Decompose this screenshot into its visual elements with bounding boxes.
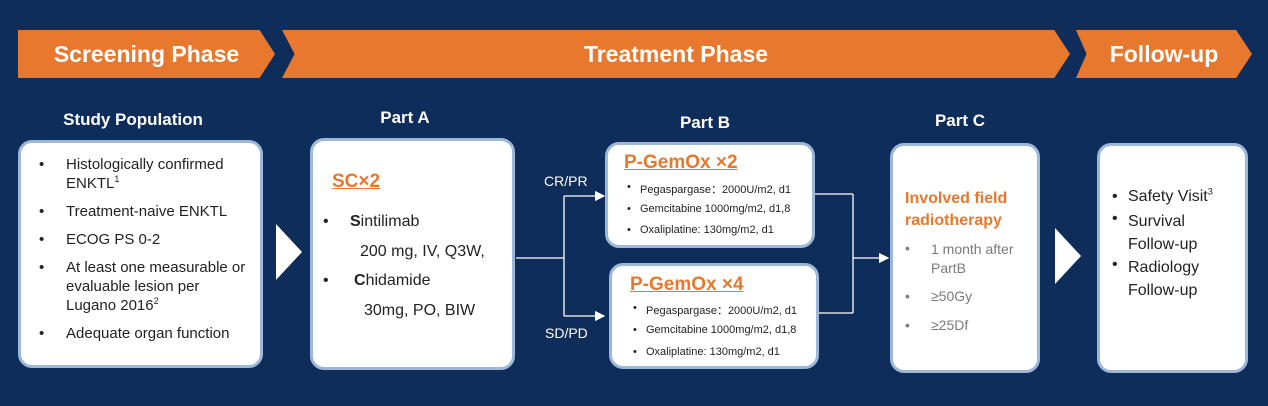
study-population-card: Histologically confirmed ENKTL1 Treatmen… — [18, 140, 263, 368]
bullet-icon: • — [1112, 210, 1118, 227]
part-b-upper-card: P-GemOx ×2 Pegaspargase：2000U/m2, d1 Gem… — [605, 142, 815, 248]
radiology-followup-item: Radiology Follow-up — [1128, 259, 1200, 299]
treatment-phase-banner: Treatment Phase — [282, 30, 1070, 78]
study-population-list: Histologically confirmed ENKTL1 Treatmen… — [21, 143, 260, 343]
gemox-2-title: P-GemOx ×2 — [624, 152, 738, 173]
criterion-item: ECOG PS 0-2 — [35, 230, 250, 249]
criterion-item: Histologically confirmed ENKTL1 — [35, 155, 250, 193]
drug-item: Gemcitabine 1000mg/m2, d1,8 — [627, 203, 790, 215]
part-b-lower-card: P-GemOx ×4 Pegaspargase：2000U/m2, d1 Gem… — [609, 263, 819, 369]
gemox-4-title: P-GemOx ×4 — [630, 274, 744, 295]
part-a-card: SC×2 • Sintilimab 200 mg, IV, Q3W, • Chi… — [310, 138, 515, 370]
sd-pd-label: SD/PD — [545, 325, 588, 341]
part-c-fractions: ≥25Df — [931, 317, 969, 333]
sintilimab-dose: 200 mg, IV, Q3W, — [360, 243, 485, 260]
survival-followup-item: Survival Follow-up — [1128, 213, 1198, 253]
sintilimab-label: Sintilimab — [350, 213, 420, 230]
part-c-heading: Part C — [934, 111, 986, 130]
cr-pr-label: CR/PR — [544, 173, 588, 189]
criterion-item: At least one measurable or evaluable les… — [35, 258, 250, 315]
screening-phase-banner: Screening Phase — [18, 30, 275, 78]
safety-visit-item: Safety Visit3 — [1128, 186, 1213, 205]
treatment-phase-label: Treatment Phase — [583, 40, 769, 67]
bullet-icon: • — [905, 317, 910, 333]
chidamide-dose: 30mg, PO, BIW — [364, 302, 476, 319]
chidamide-label: Chidamide — [354, 272, 431, 289]
study-population-heading: Study Population — [63, 110, 203, 129]
part-a-heading: Part A — [380, 108, 430, 127]
part-c-card: Involved field radiotherapy • 1 month af… — [890, 143, 1040, 373]
bullet-icon: • — [323, 272, 329, 289]
bullet-icon: • — [905, 288, 910, 304]
screening-phase-label: Screening Phase — [53, 40, 240, 67]
drug-item: Oxaliplatine: 130mg/m2, d1 — [627, 224, 774, 236]
bullet-icon: • — [905, 240, 910, 256]
followup-phase-banner: Follow-up — [1076, 30, 1252, 78]
chevron-right-icon — [1055, 228, 1081, 284]
bullet-icon: • — [323, 213, 329, 230]
criterion-item: Adequate organ function — [35, 324, 250, 343]
part-a-title: SC×2 — [332, 171, 381, 192]
followup-card: • Safety Visit3 • Survival Follow-up • R… — [1097, 143, 1248, 373]
drug-item: Gemcitabine 1000mg/m2, d1,8 — [633, 324, 796, 336]
part-c-timing: 1 month after PartB — [931, 241, 1014, 276]
chevron-right-icon — [276, 224, 302, 280]
drug-item: Pegaspargase：2000U/m2, d1 — [627, 181, 791, 197]
part-c-dose: ≥50Gy — [931, 288, 973, 304]
followup-phase-label: Follow-up — [1109, 40, 1219, 67]
drug-item: Pegaspargase：2000U/m2, d1 — [633, 302, 797, 318]
bullet-icon: • — [1112, 188, 1118, 205]
part-c-title: Involved field radiotherapy — [905, 190, 1008, 229]
bullet-icon: • — [1112, 256, 1118, 273]
part-b-heading: Part B — [679, 113, 731, 132]
criterion-item: Treatment-naive ENKTL — [35, 202, 250, 221]
drug-item: Oxaliplatine: 130mg/m2, d1 — [633, 346, 780, 358]
